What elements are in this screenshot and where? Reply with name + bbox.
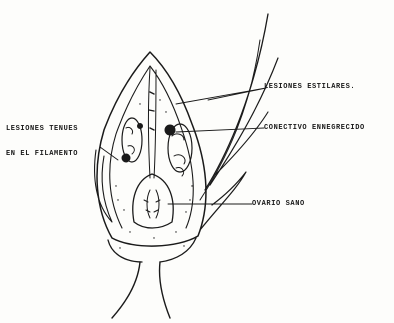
leader-estilares: [176, 88, 266, 104]
style-lesions: [149, 92, 154, 130]
label-lesiones-tenues-line2: EN EL FILAMENTO: [6, 150, 78, 159]
label-conectivo-ennegrecido: CONECTIVO ENNEGRECIDO: [264, 124, 365, 133]
ovary: [133, 174, 173, 228]
connective-dark-3: [138, 124, 143, 129]
stem: [112, 262, 170, 318]
connective-dark-1: [165, 125, 175, 135]
bract-long-inner: [200, 40, 260, 200]
label-lesiones-tenues-line1: LESIONES TENUES: [6, 125, 78, 134]
bract-lower: [200, 172, 246, 230]
leader-tenues: [100, 147, 118, 160]
ovary-ovules: [144, 190, 160, 218]
label-lesiones-estilares: LESIONES ESTILARES.: [264, 83, 355, 92]
anther-left-detail: [126, 127, 134, 154]
style: [149, 68, 157, 178]
label-ovario-sano: OVARIO SANO: [252, 200, 305, 209]
leader-conectivo: [176, 128, 264, 132]
connective-dark-2: [122, 154, 130, 162]
